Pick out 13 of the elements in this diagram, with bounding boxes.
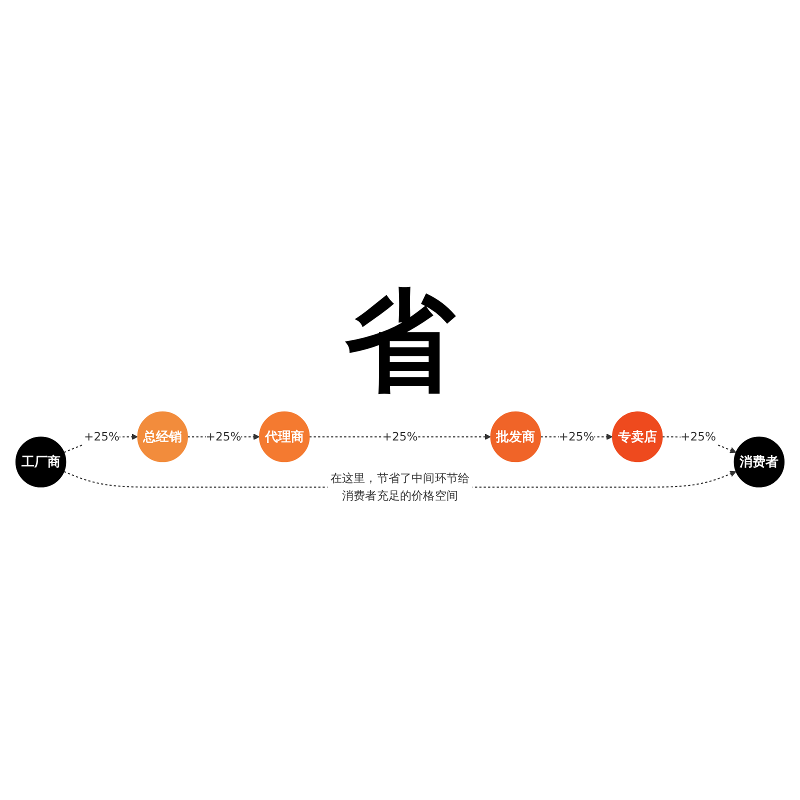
node-circle: 专卖店 <box>612 411 663 462</box>
edge-label: +25% <box>84 429 120 444</box>
big-character: 省 <box>345 276 455 405</box>
edge-label: +25% <box>382 429 418 444</box>
node-circle: 批发商 <box>490 411 541 462</box>
node-circle: 消费者 <box>734 436 785 488</box>
node-circle: 总经销 <box>137 411 188 462</box>
edge-label: +25% <box>206 429 242 444</box>
node-circle: 工厂商 <box>15 436 66 488</box>
edge-label: +25% <box>680 429 716 444</box>
edge-label: +25% <box>558 429 594 444</box>
node-circle: 代理商 <box>259 411 310 462</box>
edge-label: 在这里，节省了中间环节给消费者充足的价格空间 <box>330 471 470 502</box>
